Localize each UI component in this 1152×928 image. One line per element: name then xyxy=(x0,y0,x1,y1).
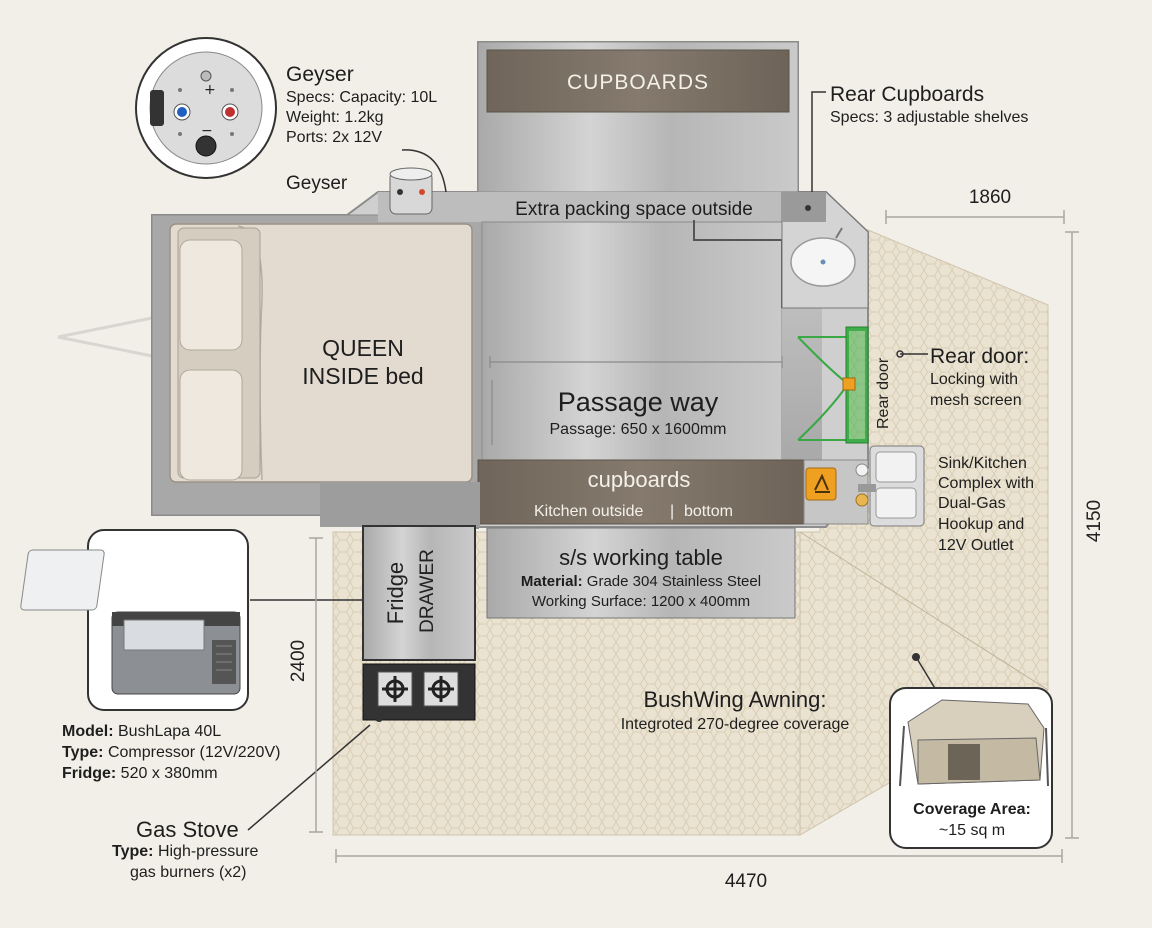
pillow-bottom xyxy=(179,369,243,481)
dimension-top: 1860 xyxy=(968,187,1012,208)
cupboards-mid xyxy=(477,459,805,525)
geyser-detail: + − xyxy=(135,37,277,179)
geyser-specs-capacity: Specs: Capacity: 10L xyxy=(286,89,438,106)
awning-sub: Integroted 270-degree coverage xyxy=(620,716,850,733)
fridge-type-label: Type: xyxy=(62,744,104,761)
cupboards-mid-title: cupboards xyxy=(587,467,691,492)
dimension-right: 4150 xyxy=(1084,499,1105,543)
working-table-material: Material: Grade 304 Stainless Steel xyxy=(487,573,795,592)
passage-title: Passage way xyxy=(557,387,719,417)
stove-type-value: High-pressure xyxy=(157,843,259,860)
cupboards-top xyxy=(486,49,790,113)
dimension-left: 2400 xyxy=(288,639,309,683)
rear-door xyxy=(797,326,869,444)
tow-hitch xyxy=(57,316,153,358)
awning-photo xyxy=(889,687,1053,849)
fridge-type-value: Compressor (12V/220V) xyxy=(107,744,281,761)
cupboards-mid-sub-left: Kitchen outside xyxy=(534,503,644,520)
sink-line3: Dual-Gas xyxy=(938,495,1006,512)
fridge-drawer-line1: Fridge xyxy=(383,561,408,625)
gas-stove xyxy=(362,663,476,721)
rear-door-title: Rear door: xyxy=(930,345,1030,368)
fridge-drawer xyxy=(362,525,476,661)
rear-door-vertical-label: Rear door xyxy=(875,357,892,429)
working-table-material-label: Material: xyxy=(520,573,583,590)
cupboards-mid-sub-sep: | xyxy=(670,503,675,520)
bed-label-line2: INSIDE bed xyxy=(302,363,424,389)
awning-coverage-title: Coverage Area: xyxy=(913,801,1031,818)
fridge-size-label: Fridge: xyxy=(62,765,117,782)
geyser-specs-weight: Weight: 1.2kg xyxy=(286,109,384,126)
rear-door-line1: Locking with xyxy=(930,371,1019,388)
dimension-lines xyxy=(309,210,1079,863)
working-table-material-value: Grade 304 Stainless Steel xyxy=(586,573,762,590)
working-table-title: s/s working table xyxy=(559,545,723,570)
svg-text:−: − xyxy=(201,123,213,139)
sink-line4: Hookup and xyxy=(938,516,1025,533)
working-table xyxy=(486,527,796,619)
kitchen-sink xyxy=(858,445,925,527)
fridge-photo xyxy=(20,529,249,711)
geyser-specs-ports: Ports: 2x 12V xyxy=(286,129,383,146)
fridge-model-value: BushLapa 40L xyxy=(118,723,222,740)
awning-coverage-value: ~15 sq m xyxy=(938,822,1006,839)
bed-label-line1: QUEEN xyxy=(322,335,404,361)
geyser-small-label: Geyser xyxy=(286,173,348,194)
awning-title: BushWing Awning: xyxy=(643,687,827,712)
fridge-model-label: Model: xyxy=(62,723,114,740)
geyser-title: Geyser xyxy=(286,63,354,86)
pillow-top xyxy=(179,239,243,351)
sink-line2: Complex with xyxy=(938,475,1035,492)
rear-cupboards-title: Rear Cupboards xyxy=(830,83,985,106)
passage-sub: Passage: 650 x 1600mm xyxy=(549,421,727,438)
geyser-unit xyxy=(389,167,433,215)
stove-type-value2: gas burners (x2) xyxy=(130,864,247,881)
svg-text:+: + xyxy=(204,82,216,98)
working-table-surface: Working Surface: 1200 x 400mm xyxy=(531,593,751,610)
extra-packing-label: Extra packing space outside xyxy=(515,199,753,220)
rear-cupboards-specs: Specs: 3 adjustable shelves xyxy=(830,109,1029,126)
cupboards-mid-sub-right: bottom xyxy=(684,503,733,520)
sink-line1: Sink/Kitchen xyxy=(938,455,1027,472)
cupboards-top-label: CUPBOARDS xyxy=(566,71,710,94)
sink-line5: 12V Outlet xyxy=(938,537,1014,554)
fridge-size-value: 520 x 380mm xyxy=(120,765,218,782)
stove-title: Gas Stove xyxy=(136,817,239,842)
dimension-bottom: 4470 xyxy=(724,871,768,892)
fridge-drawer-line2: DRAWER xyxy=(417,549,438,633)
rear-door-line2: mesh screen xyxy=(930,392,1022,409)
stove-type-label: Type: xyxy=(112,843,154,860)
gas-hookup-icon xyxy=(805,467,837,501)
